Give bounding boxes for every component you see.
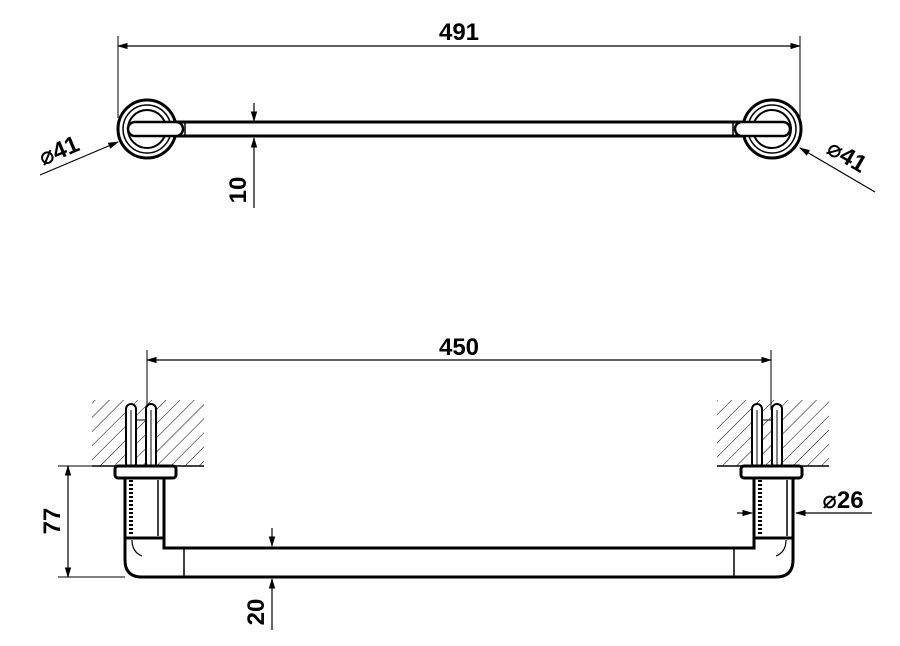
right-flange — [739, 464, 804, 480]
towel-bar-front — [123, 536, 795, 579]
bar-thickness-label: 10 — [225, 177, 252, 204]
right-post — [752, 476, 795, 540]
bar-height-label: 20 — [243, 599, 270, 626]
right-rosette-diameter-label: ⌀41 — [822, 135, 871, 179]
front-view: 450 — [39, 334, 872, 630]
projection-label: 77 — [39, 508, 66, 535]
fixing-centers-label: 450 — [439, 334, 479, 361]
post-diameter-label: ⌀26 — [822, 487, 863, 514]
towel-bar-top — [148, 120, 777, 138]
right-rosette — [733, 98, 803, 160]
left-rosette — [116, 98, 185, 160]
left-post — [123, 476, 166, 540]
left-flange — [113, 464, 178, 480]
top-view: 491 ⌀41 ⌀41 10 — [35, 19, 876, 208]
left-elbow-highlight — [131, 539, 143, 557]
left-diameter-leader — [39, 141, 119, 176]
right-elbow-highlight — [775, 539, 787, 557]
left-anchor — [125, 403, 157, 469]
right-diameter-leader — [799, 147, 876, 193]
overall-width-label: 491 — [439, 19, 479, 46]
left-rosette-diameter-label: ⌀41 — [35, 131, 83, 172]
